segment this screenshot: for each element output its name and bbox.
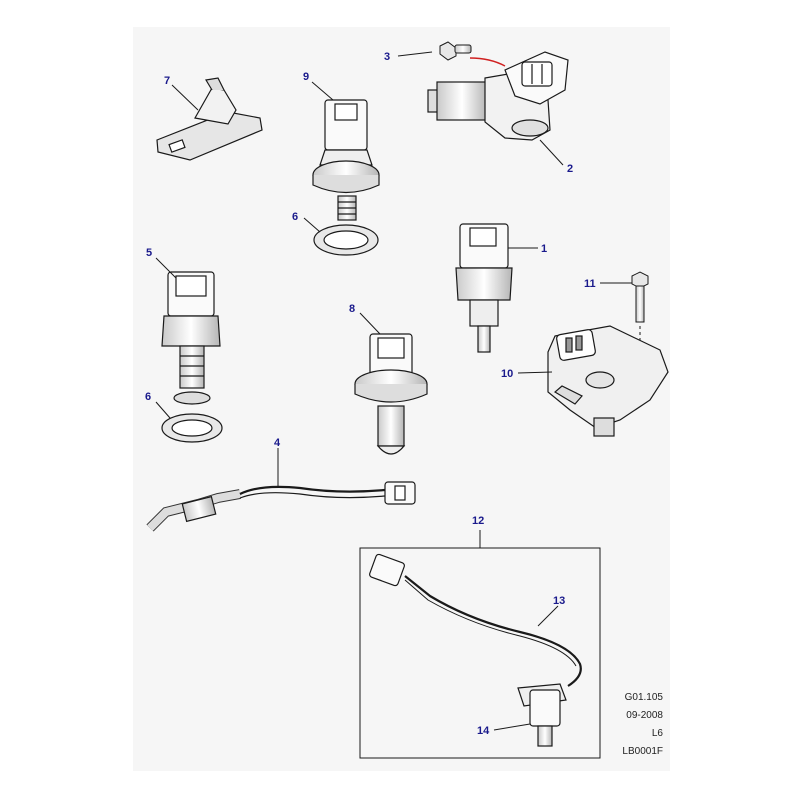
callout-4: 4 (274, 437, 281, 449)
part-7-clip-bracket (156, 77, 263, 161)
part-10-sensor-module (547, 325, 669, 437)
red-leader-line (469, 57, 506, 67)
part-12-group-box (359, 530, 601, 759)
reference-code: G01.105 (624, 692, 663, 703)
part-6-washer-lower (161, 413, 223, 443)
part-4-oxygen-sensor (146, 481, 416, 532)
part-3-bolt (439, 41, 472, 61)
callout-8: 8 (349, 303, 355, 315)
callout-6-lower: 6 (145, 391, 151, 403)
part-6-washer-upper (313, 224, 379, 256)
part-2-sensor (427, 51, 569, 141)
callout-5: 5 (146, 247, 152, 259)
part-1-switch (455, 223, 513, 353)
callout-13: 13 (553, 595, 565, 607)
part-11-bolt (631, 271, 649, 360)
leader-lines (155, 51, 632, 731)
reference-date: 09-2008 (626, 710, 663, 721)
callout-11: 11 (584, 278, 596, 290)
callout-1: 1 (541, 243, 547, 255)
part-5-temperature-sensor (161, 271, 221, 405)
callout-6-upper: 6 (292, 211, 298, 223)
callout-9: 9 (303, 71, 309, 83)
callout-12: 12 (472, 515, 484, 527)
callout-2: 2 (567, 163, 573, 175)
callout-7: 7 (164, 75, 170, 87)
part-8-coolant-sensor (354, 333, 428, 455)
callout-14: 14 (477, 725, 490, 737)
callout-3: 3 (384, 51, 390, 63)
reference-line: L6 (651, 728, 663, 739)
part-9-pressure-switch (312, 99, 380, 221)
reference-drawing: LB0001F (622, 746, 663, 757)
callout-10: 10 (501, 368, 513, 380)
part-14-crank-sensor (517, 683, 567, 747)
part-13-sensor-cable (369, 553, 582, 687)
